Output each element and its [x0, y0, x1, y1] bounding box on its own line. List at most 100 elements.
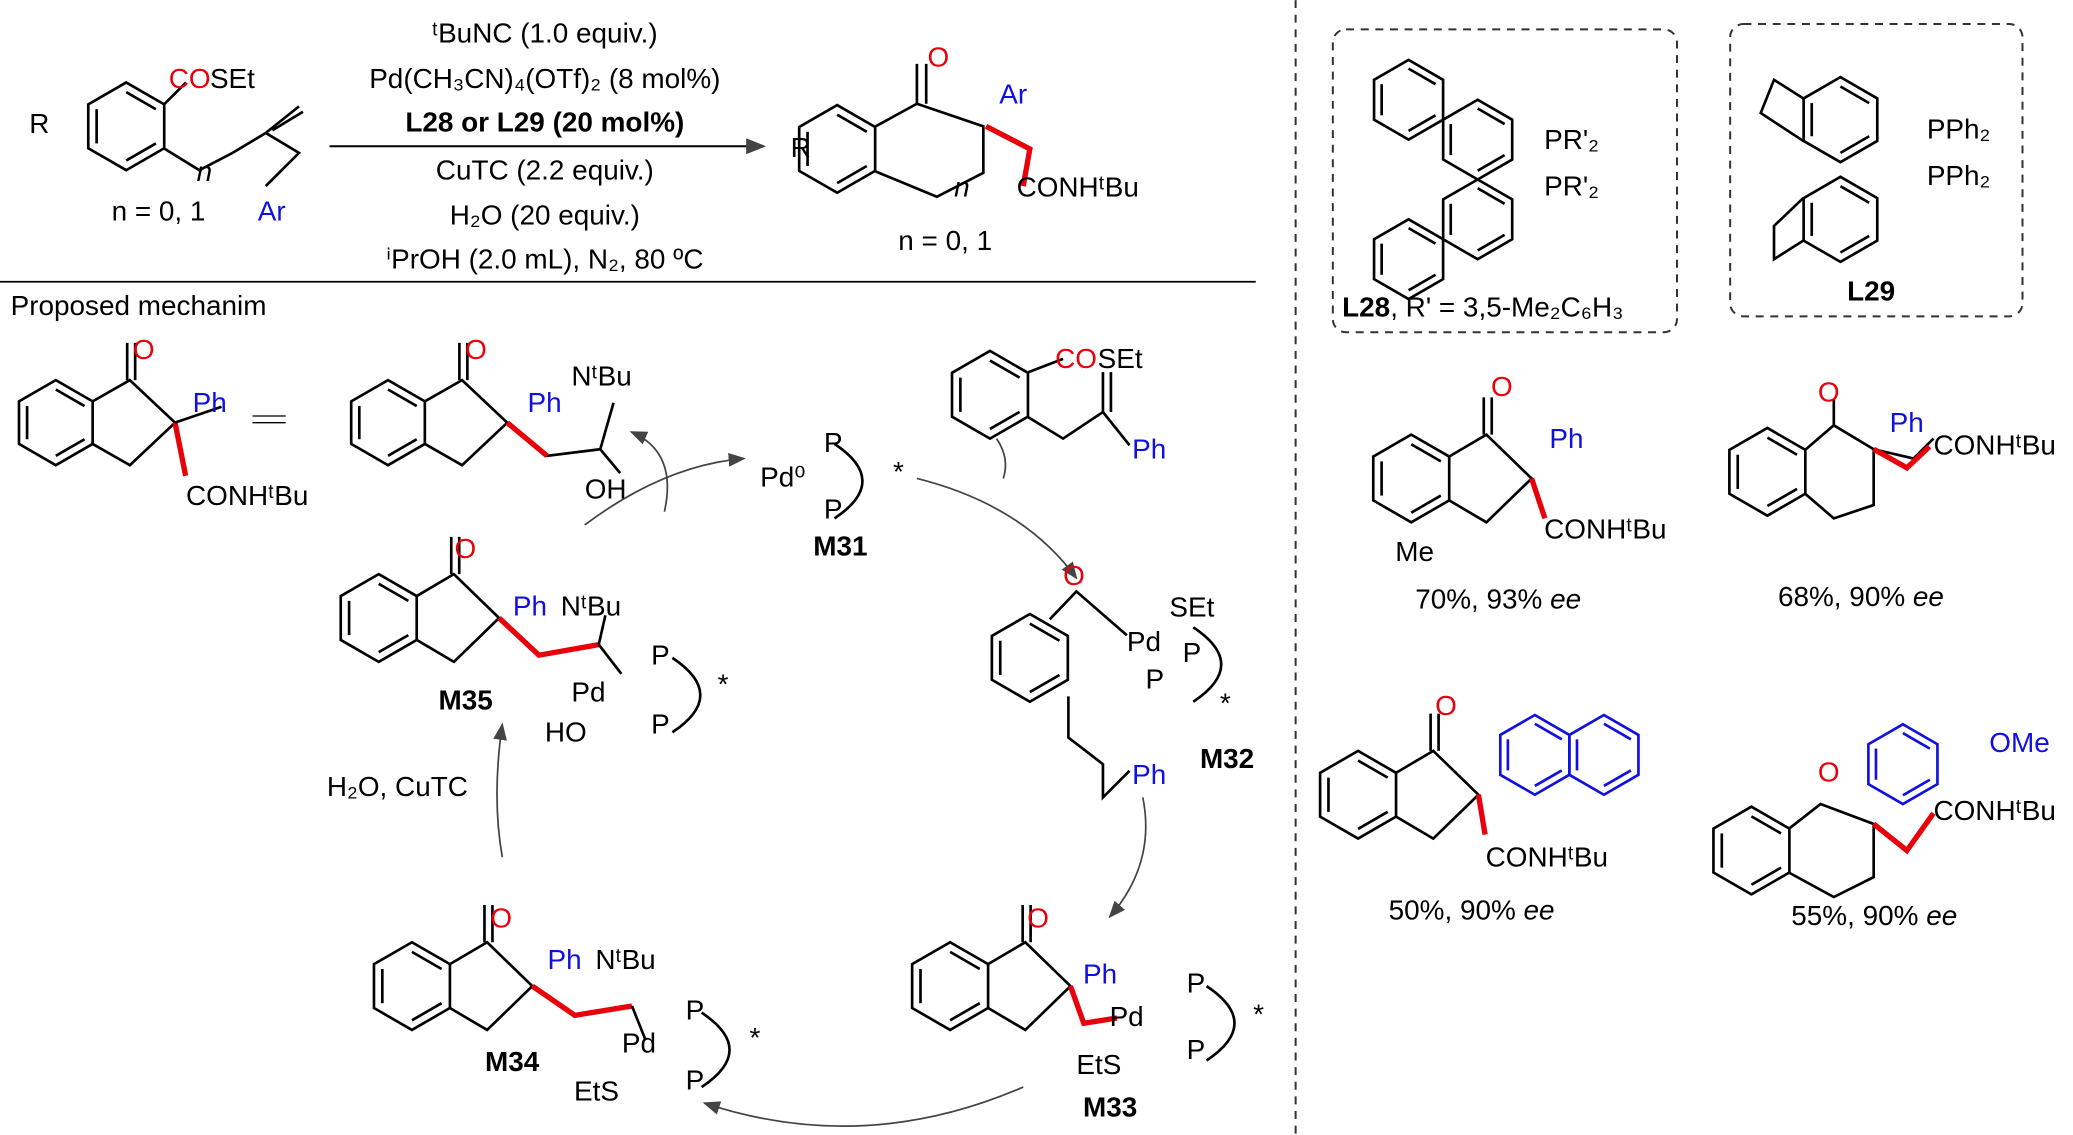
m34-pd: Pd: [622, 1028, 656, 1059]
substrate-chain: [1027, 357, 1131, 447]
double-bond: [1902, 778, 1931, 797]
m32-set: SEt: [1169, 592, 1214, 623]
m33-red-bond: [1067, 985, 1118, 1027]
ph-bond: [174, 405, 222, 424]
m31-star: *: [893, 456, 904, 487]
ex2-ee: ee: [1913, 581, 1944, 612]
m35-oxygen: O: [454, 533, 476, 564]
double-bond: [1357, 810, 1389, 831]
double-bond: [1839, 135, 1870, 154]
m35-star: *: [718, 669, 729, 700]
l29-p2: PPh₂: [1927, 160, 1991, 191]
double-bond: [1407, 67, 1437, 86]
benzene-ring: [910, 940, 990, 1032]
benzene-ring: [1372, 217, 1445, 301]
benzene-ring: [1802, 175, 1879, 264]
n-subscript: n: [197, 156, 213, 187]
ex3-ee: ee: [1524, 895, 1555, 926]
m33-p2: P: [1187, 1034, 1206, 1065]
ligand-l29: PPh₂ PPh₂ L29: [1847, 113, 1990, 306]
benzene-ring: [17, 378, 94, 467]
m32-label: M32: [1200, 743, 1254, 774]
product-amide: CONHᵗBu: [1017, 172, 1139, 203]
carbonyl-bond: [125, 342, 137, 381]
ex3-red: [1475, 794, 1488, 836]
step-label: H₂O, CuTC: [327, 771, 468, 802]
ligand-l28: PR'₂ PR'₂ L28, R' = 3,5-Me₂C₆H₃: [1342, 124, 1623, 322]
m33-oxygen: O: [1027, 903, 1049, 934]
m32-pd: Pd: [1127, 626, 1161, 657]
l28-p1: PR'₂: [1544, 124, 1599, 155]
double-bond: [949, 1002, 981, 1022]
ex3-yield-value: 50%, 90%: [1389, 895, 1516, 926]
m35-p2: P: [651, 709, 670, 740]
conditions: ᵗBuNC (1.0 equiv.) Pd(CH₃CN)₄(OTf)₂ (8 m…: [369, 18, 720, 275]
condition-3: L28 or L29 (20 mol%): [405, 107, 684, 138]
m31-p2: P: [824, 493, 843, 524]
ex4-ring: [1789, 802, 1876, 899]
double-bond: [1407, 226, 1437, 245]
m34-chelate-arc: [700, 1011, 731, 1089]
cyclopentanone-ring: [449, 940, 535, 1032]
carbonyl-label: CO: [169, 63, 211, 94]
condition-6: ⁱPrOH (2.0 mL), N₂, 80 ºC: [386, 244, 703, 275]
r-label: R: [29, 108, 49, 139]
cyclopentanone-ring: [91, 378, 177, 467]
ligand-box-l29: [1729, 23, 2024, 318]
arrow-m31-to-m32: [916, 477, 1078, 580]
ex1-amide: CONHᵗBu: [1544, 513, 1666, 544]
double-bond: [387, 438, 418, 457]
condition-4: CuTC (2.2 equiv.): [436, 154, 654, 185]
m32-phenyl: Ph: [1132, 759, 1166, 790]
benzene-ring: [1441, 98, 1514, 182]
carbonyl-bond: [1021, 905, 1032, 943]
arrow-m32-to-m33: [1108, 797, 1147, 919]
ex1-ee: ee: [1550, 584, 1581, 615]
ex2-oxygen: O: [1818, 376, 1840, 407]
m34: O Ph NᵗBu Pd P P EtS * M34: [485, 903, 760, 1107]
thioester-label: SEt: [210, 63, 255, 94]
mechanism-title: Proposed mechanim: [11, 290, 267, 321]
m32-chelate-arc: [1192, 626, 1223, 703]
double-bond: [1902, 731, 1931, 750]
substrate-set: SEt: [1098, 343, 1143, 374]
ex1-oxygen: O: [1491, 371, 1513, 402]
product-n-range: n = 0, 1: [898, 225, 992, 256]
ex4-amide: CONHᵗBu: [1933, 795, 2055, 826]
m35-p1: P: [651, 640, 670, 671]
double-bond: [1477, 233, 1506, 252]
m34-phenyl: Ph: [547, 944, 581, 975]
double-bond: [1603, 769, 1632, 788]
reactant: CO SEt R n n = 0, 1 Ar: [29, 63, 285, 227]
m34-oxygen: O: [490, 903, 512, 934]
double-bond: [1477, 154, 1506, 172]
condition-5: H₂O (20 equiv.): [450, 200, 640, 231]
cyclopentanone-ring: [1395, 749, 1481, 841]
benzene-ring: [349, 378, 427, 467]
m34-pd-bond: [630, 1005, 647, 1040]
benzene-ring: [372, 940, 452, 1032]
benzene-ring: [1371, 433, 1451, 524]
ex2-red: [1872, 444, 1932, 472]
arrow-to-release: [629, 431, 669, 512]
double-bond: [1534, 722, 1563, 741]
example-3: O CONHᵗBu 50%, 90% ee: [1389, 690, 1608, 926]
benzene-ring: [1712, 805, 1791, 896]
s2-phenyl: Ph: [528, 387, 562, 418]
double-bond: [1407, 273, 1437, 292]
ex3-yield: 50%, 90% ee: [1389, 895, 1555, 926]
double-bond: [411, 1002, 443, 1022]
double-bond: [1766, 487, 1798, 508]
benzene-ring: [1802, 75, 1879, 164]
double-bond: [1750, 815, 1782, 835]
double-bond: [1477, 107, 1506, 126]
ex1-phenyl: Ph: [1549, 423, 1583, 454]
l29-p1: PPh₂: [1927, 113, 1991, 144]
substrate-phenyl: Ph: [1132, 434, 1166, 465]
ex2-phenyl: Ph: [1890, 407, 1924, 438]
m32-p1: P: [1183, 637, 1202, 668]
m33-pd: Pd: [1110, 1001, 1144, 1032]
naphthyl-ring: [1498, 713, 1571, 797]
m33-chelate-arc: [1205, 984, 1236, 1062]
m34-star: *: [749, 1022, 760, 1053]
